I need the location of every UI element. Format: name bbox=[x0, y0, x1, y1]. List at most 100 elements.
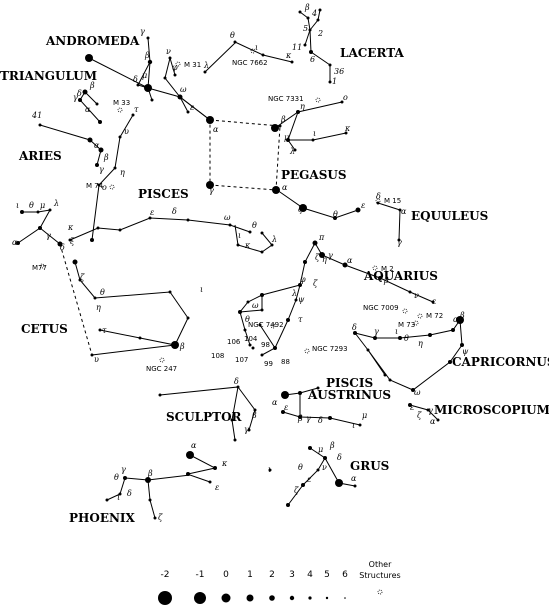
star-designation-label: τ bbox=[134, 105, 139, 114]
star-designation-label: ζ bbox=[417, 411, 422, 420]
star-dot bbox=[273, 346, 277, 350]
star-dot bbox=[397, 238, 401, 242]
ngc7662-label: NGC 7662 bbox=[232, 59, 268, 67]
star-designation-label: β bbox=[329, 441, 335, 450]
star-dot bbox=[158, 393, 162, 397]
star-designation-label: η bbox=[418, 339, 423, 348]
star-designation-label: α bbox=[401, 207, 407, 216]
star-dot bbox=[186, 316, 190, 320]
star-dot bbox=[57, 241, 63, 247]
star-designation-label: ζ bbox=[313, 279, 318, 288]
star-designation-label: ι bbox=[268, 465, 271, 474]
constellation-name-aries: ARIES bbox=[18, 149, 62, 163]
star-dot bbox=[311, 138, 315, 142]
star-designation-label: δ bbox=[318, 416, 323, 425]
star-designation-label: α bbox=[430, 417, 436, 426]
star-dot bbox=[233, 438, 237, 442]
star-designation-label: γ bbox=[397, 238, 402, 247]
star-designation-label: β bbox=[459, 311, 465, 320]
star-dot bbox=[286, 138, 290, 142]
ngc7492-label: NGC 7492 bbox=[248, 321, 284, 329]
star-designation-label: μ bbox=[142, 71, 147, 80]
star-designation-label: γ bbox=[140, 27, 145, 36]
star-designation-label: α bbox=[282, 183, 288, 192]
star-dot bbox=[82, 89, 88, 95]
m73-marker bbox=[413, 320, 419, 326]
star-dot bbox=[38, 123, 42, 127]
star-designation-label: γ bbox=[209, 186, 214, 195]
star-designation-label: ω bbox=[180, 85, 187, 94]
m72-marker bbox=[417, 313, 423, 319]
m2-marker bbox=[372, 265, 378, 271]
star-designation-label: ζ bbox=[158, 513, 163, 522]
m77-label: M77 bbox=[32, 264, 47, 272]
star-designation-label: δ bbox=[77, 89, 82, 98]
constellation-name-pegasus: PEGASUS bbox=[281, 168, 347, 182]
star-dot bbox=[308, 28, 312, 32]
star-designation-label: η bbox=[96, 303, 101, 312]
constellation-line bbox=[39, 124, 102, 166]
star-designation-label: δ bbox=[234, 377, 239, 386]
star-dot bbox=[436, 418, 440, 422]
legend-star-dot bbox=[308, 596, 312, 600]
star-dot bbox=[238, 310, 242, 314]
constellation-line bbox=[354, 319, 461, 339]
star-designation-label: λ bbox=[271, 235, 277, 244]
star-dot bbox=[286, 318, 290, 322]
star-dot bbox=[247, 428, 251, 432]
constellation-names: ANDROMEDATRIANGULUMLACERTAARIESPISCESPEG… bbox=[0, 34, 549, 525]
star-dot bbox=[145, 477, 151, 483]
constellation-name-andromeda: ANDROMEDA bbox=[45, 34, 140, 48]
star-dot bbox=[243, 328, 247, 332]
constellation-line bbox=[274, 242, 316, 349]
star-designation-label: θ bbox=[100, 288, 105, 297]
star-dot bbox=[411, 388, 415, 392]
star-dot bbox=[296, 110, 300, 114]
star-dot bbox=[340, 100, 344, 104]
star-designation-label: ι bbox=[395, 327, 398, 336]
star-dot bbox=[123, 476, 127, 480]
star-dot bbox=[153, 516, 157, 520]
star-number-label: 104 bbox=[244, 335, 258, 343]
star-dot bbox=[306, 16, 310, 20]
star-dot bbox=[87, 137, 93, 143]
star-designation-label: λ bbox=[289, 147, 295, 156]
star-dot bbox=[281, 410, 285, 414]
star-dot bbox=[248, 343, 252, 347]
star-dot bbox=[36, 210, 40, 214]
constellation-line bbox=[276, 189, 359, 219]
star-designation-label: ω bbox=[414, 388, 421, 397]
constellation-line bbox=[288, 132, 347, 141]
constellation-line bbox=[259, 324, 276, 356]
star-designation-label: θ bbox=[29, 201, 34, 210]
m31-label: M 31 bbox=[184, 61, 201, 69]
star-designation-label: θ bbox=[252, 221, 257, 230]
star-designation-label: θ bbox=[404, 334, 409, 343]
m74-label: M 74 bbox=[86, 182, 104, 190]
star-designation-label: α bbox=[12, 238, 18, 247]
star-designation-label: φ bbox=[300, 275, 306, 284]
star-designation-label: 5 bbox=[303, 24, 308, 33]
constellation-line bbox=[147, 474, 211, 483]
star-dot bbox=[118, 135, 122, 139]
star-dot bbox=[373, 336, 377, 340]
star-dot bbox=[290, 60, 294, 64]
constellation-name-phoenix: PHOENIX bbox=[69, 511, 136, 525]
ngc7662-marker bbox=[250, 48, 256, 54]
star-dot bbox=[426, 408, 430, 412]
star-designation-label: α bbox=[191, 441, 197, 450]
star-dot bbox=[312, 240, 318, 246]
constellation-line bbox=[239, 284, 301, 346]
star-designation-label: ι bbox=[117, 493, 120, 502]
star-dot bbox=[460, 343, 464, 347]
constellation-name-lacerta: LACERTA bbox=[340, 46, 404, 60]
star-dot bbox=[353, 484, 357, 488]
star-designation-label: γ bbox=[328, 251, 333, 260]
constellation-line bbox=[91, 344, 176, 356]
legend-other-marker bbox=[377, 589, 383, 595]
star-dot bbox=[253, 408, 257, 412]
star-dot bbox=[90, 238, 94, 242]
m72-label: M 72 bbox=[426, 312, 443, 320]
star-designation-label: δ bbox=[376, 192, 381, 201]
